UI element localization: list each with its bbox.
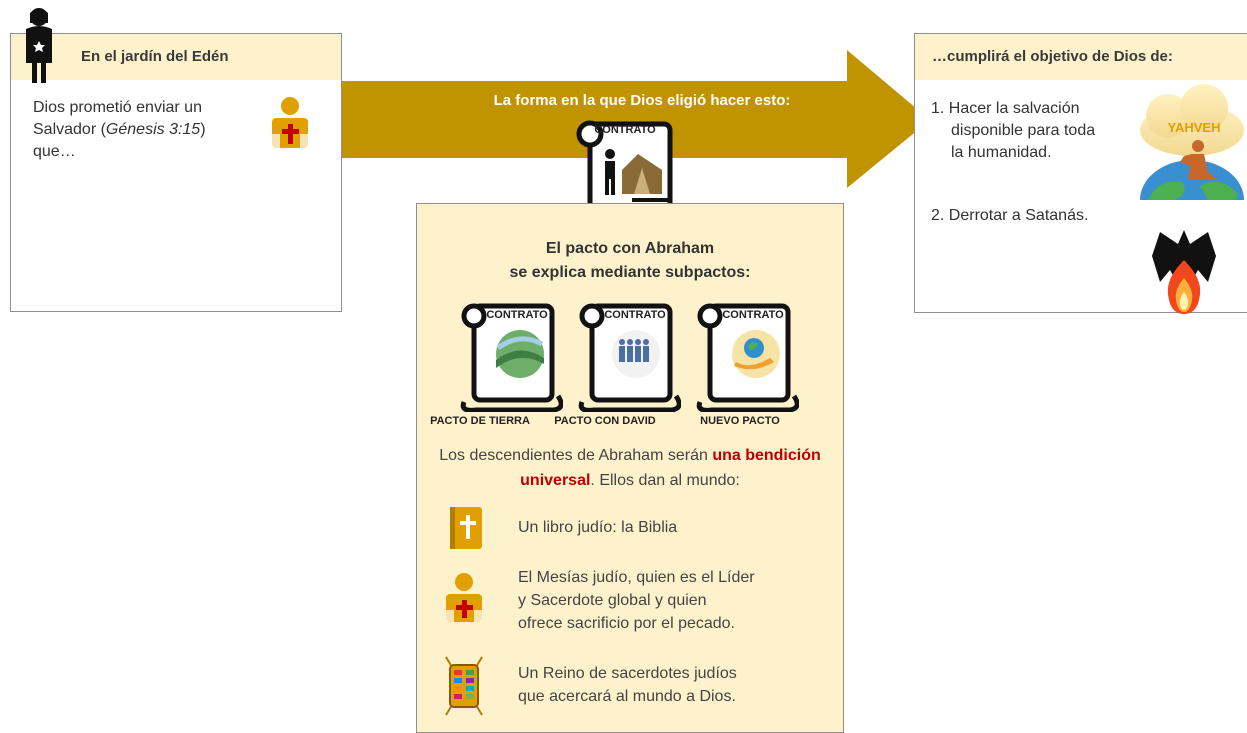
satan-icon — [1152, 230, 1216, 314]
new-contract-label: CONTRATO — [722, 309, 784, 321]
covenant-title: El pacto con Abraham se explica mediante… — [509, 240, 751, 281]
eden-text: Dios prometió enviar un Salvador (Génesi… — [33, 99, 206, 160]
item-messiah: El Mesías judío, quien es el Líder y Sac… — [518, 569, 755, 632]
goal-title: …cumplirá el objetivo de Dios de: — [932, 48, 1173, 65]
blessing-text: Los descendientes de Abraham serán una b… — [439, 447, 821, 489]
goal-item-2: 2. Derrotar a Satanás. — [931, 207, 1089, 224]
david-contract-label: CONTRATO — [604, 309, 666, 321]
woman-icon — [26, 8, 52, 83]
land-covenant-label: PACTO DE TIERRA — [430, 415, 530, 427]
david-covenant-label: PACTO CON DAVID — [554, 415, 656, 427]
savior-icon — [272, 97, 308, 148]
eden-panel: En el jardín del Edén Dios prometió envi… — [10, 33, 342, 312]
new-covenant-scroll-icon — [696, 303, 799, 412]
eden-header — [11, 34, 341, 80]
contract-label: CONTRATO — [594, 124, 656, 136]
new-covenant-label: NUEVO PACTO — [700, 415, 780, 427]
yahveh-cloud-icon — [1140, 84, 1244, 200]
bible-icon — [450, 507, 482, 549]
land-contract-label: CONTRATO — [486, 309, 548, 321]
goal-header — [915, 34, 1247, 80]
blessing-highlight: una bendición universal — [520, 447, 821, 489]
main-arrow — [340, 50, 930, 188]
arrow-label: La forma en la que Dios eligió hacer est… — [493, 92, 791, 109]
item-kingdom: Un Reino de sacerdotes judíos que acerca… — [518, 665, 737, 705]
goal-item-1: 1. Hacer la salvación disponible para to… — [931, 100, 1096, 161]
item-bible: Un libro judío: la Biblia — [518, 519, 678, 536]
land-covenant-scroll-icon — [460, 303, 563, 412]
david-covenant-scroll-icon — [578, 303, 681, 412]
cloud-label: YAHVEH — [1167, 120, 1221, 135]
eden-title: En el jardín del Edén — [81, 48, 229, 65]
breastplate-icon — [445, 656, 483, 716]
messiah-icon — [446, 573, 482, 622]
